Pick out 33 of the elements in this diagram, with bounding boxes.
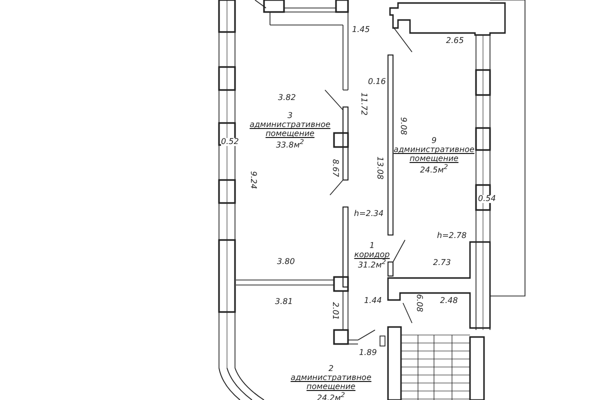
room-name: административное помещение: [290, 373, 372, 392]
dimension-label: 1.89: [359, 349, 377, 357]
dimension-label: 3.82: [278, 94, 296, 102]
dimension-label: 13.08: [375, 156, 384, 180]
room-name: административное помещение: [250, 120, 330, 139]
dimension-label: 0.16: [368, 78, 386, 86]
room-number: 3: [287, 111, 293, 120]
room-area: 31.2м$^{2}$: [358, 259, 386, 270]
room-number: 9: [431, 136, 437, 146]
dimension-label: h=2.34: [354, 210, 384, 218]
dimension-label: 11.72: [359, 92, 368, 116]
room-area: 24.2м$^{2}$: [316, 392, 346, 400]
dimension-label: 3.80: [277, 258, 295, 266]
dimension-label: 3.81: [275, 298, 293, 306]
dimension-label: 9.24: [248, 171, 257, 189]
dimension-label: 9.08: [398, 117, 407, 135]
dimension-label: 2.65: [446, 37, 464, 45]
dimension-label: 0.52: [221, 138, 239, 146]
room-number: 1: [369, 241, 375, 250]
room-number: 2: [328, 364, 334, 374]
dimension-label: 2.01: [330, 302, 339, 320]
room-area: 24.5м$^{2}$: [420, 164, 448, 174]
dimension-label: 6.08: [414, 294, 423, 312]
dimension-label: 8.67: [330, 159, 339, 177]
dimension-label: h=2.78: [437, 232, 467, 240]
dimension-label: 2.48: [440, 297, 458, 305]
room-area: 33.8м$^{2}$: [276, 138, 304, 150]
room-name: коридор: [354, 250, 390, 260]
dimension-label: 2.73: [433, 259, 451, 267]
dimension-label: 1.44: [364, 297, 382, 305]
dimension-label: 0.54: [478, 195, 496, 203]
room-name: административное помещение: [394, 145, 474, 164]
dimension-label: 1.45: [352, 26, 370, 34]
